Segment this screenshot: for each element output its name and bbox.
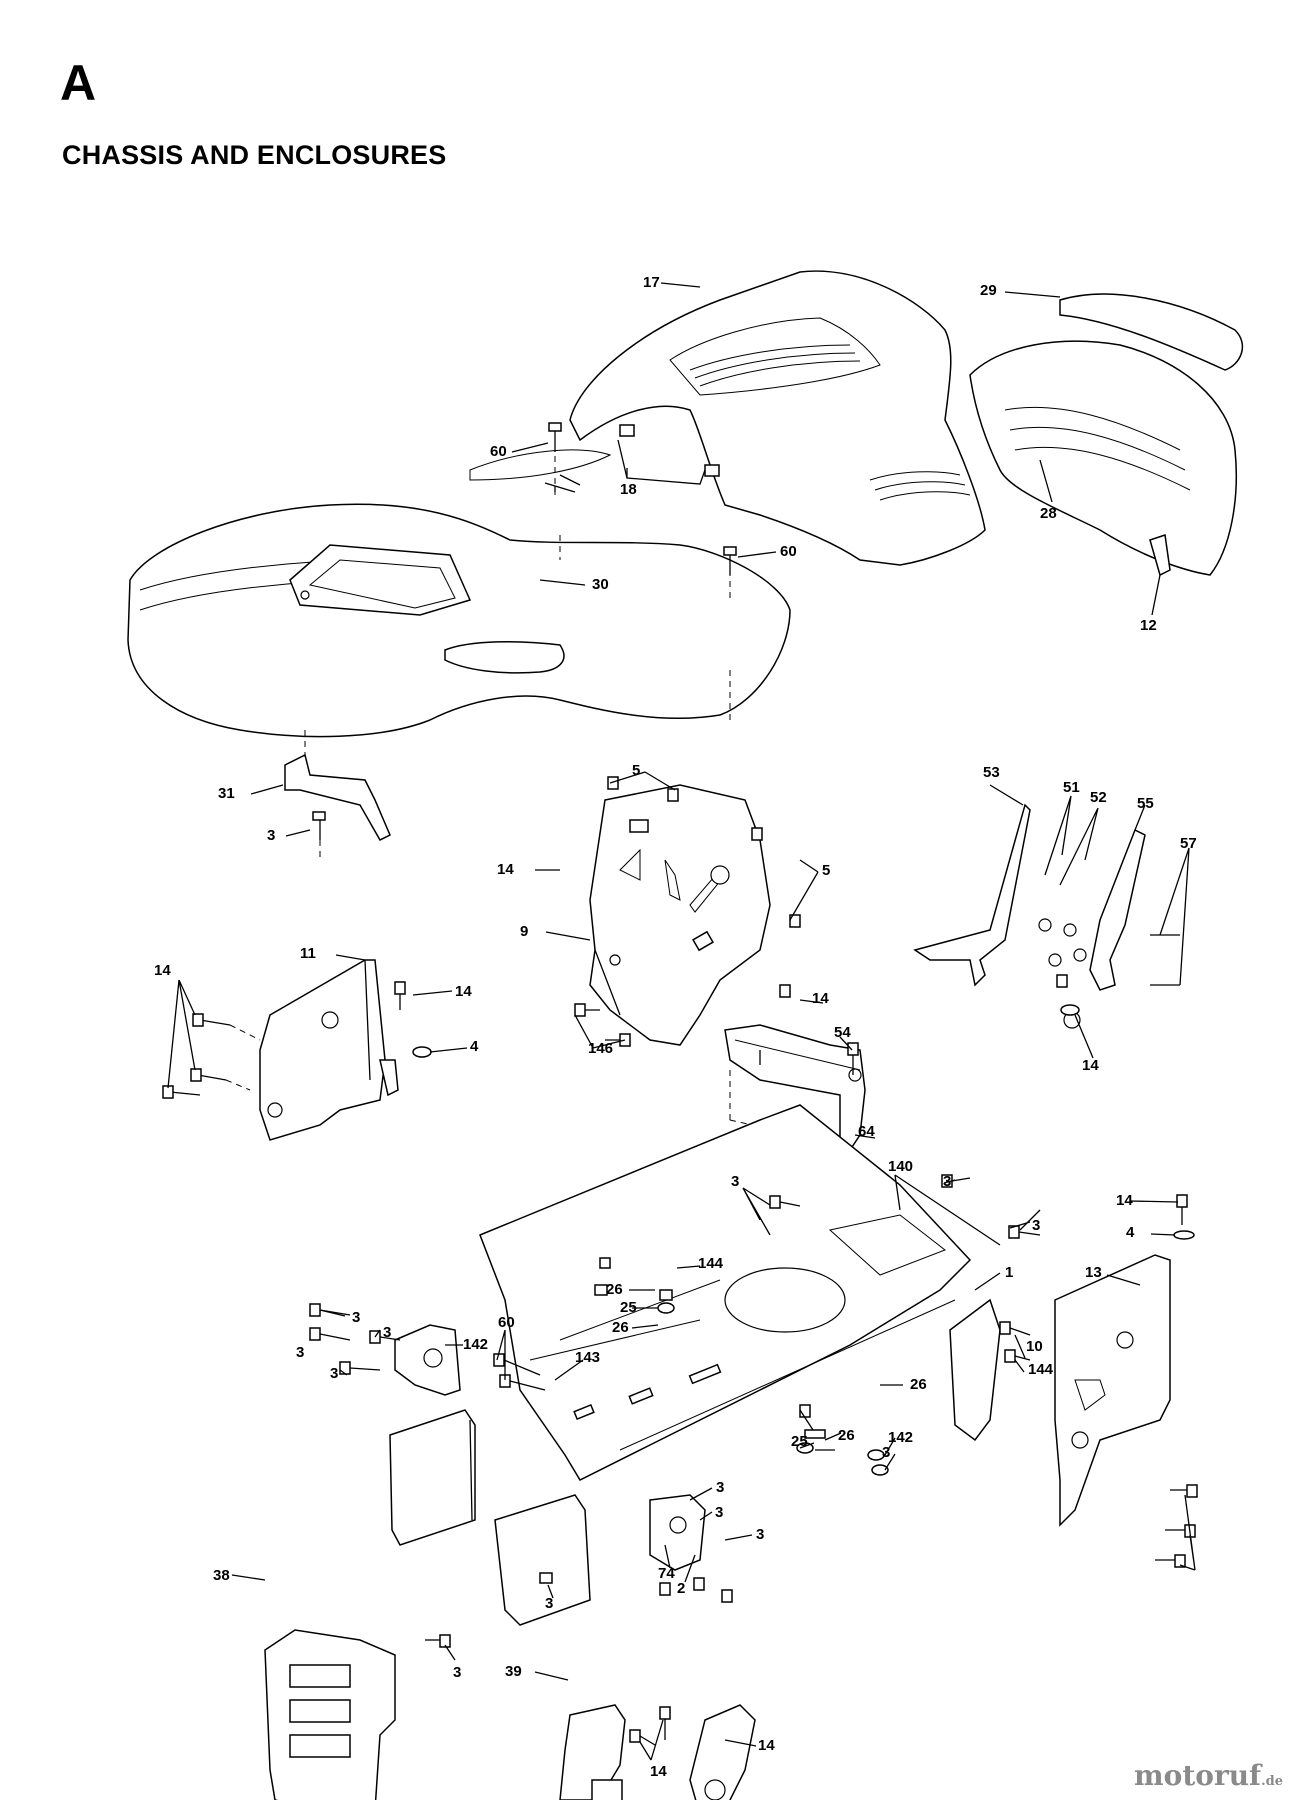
- callout-53: 53: [983, 764, 1000, 781]
- rear-panel-2: [264, 1629, 396, 1800]
- hood-part: [569, 270, 986, 566]
- callout-9: 9: [520, 923, 528, 940]
- callout-31: 31: [218, 785, 235, 802]
- grille-part: [969, 293, 1244, 577]
- callout-29: 29: [980, 282, 997, 299]
- callout-64: 64: [858, 1123, 875, 1140]
- bracket-rear-right: [949, 1298, 1001, 1442]
- callout-2: 2: [677, 1580, 685, 1597]
- callout-57: 57: [1180, 835, 1197, 852]
- hardware-screws: [309, 474, 1198, 1746]
- callout-74: 74: [658, 1565, 675, 1582]
- callout-30: 30: [592, 576, 609, 593]
- callout-4: 4: [470, 1038, 479, 1055]
- callout-14: 14: [154, 962, 171, 979]
- callout-3: 3: [296, 1344, 304, 1361]
- screw-60-lower: [723, 546, 737, 575]
- watermark-suffix: .de: [1261, 1774, 1283, 1789]
- dash-panel-9: [589, 784, 771, 1046]
- callout-26: 26: [910, 1376, 927, 1393]
- callout-14: 14: [650, 1763, 667, 1780]
- callout-5: 5: [822, 862, 830, 879]
- callout-142: 142: [463, 1336, 488, 1353]
- callout-52: 52: [1090, 789, 1107, 806]
- callout-3: 3: [756, 1526, 764, 1543]
- callout-18: 18: [620, 481, 637, 498]
- brackets-53-55: [913, 803, 1180, 1029]
- callout-1: 1: [1005, 1264, 1013, 1281]
- callout-3: 3: [383, 1324, 391, 1341]
- callout-25: 25: [791, 1433, 808, 1450]
- callout-142: 142: [888, 1429, 913, 1446]
- fender-part: [127, 449, 791, 738]
- callout-3: 3: [731, 1173, 739, 1190]
- callout-13: 13: [1085, 1264, 1102, 1281]
- watermark-text: motoruf: [1134, 1759, 1262, 1792]
- bracket-39: [689, 1704, 756, 1800]
- callout-39: 39: [505, 1663, 522, 1680]
- callout-26: 26: [606, 1281, 623, 1298]
- section-title: CHASSIS AND ENCLOSURES: [62, 140, 447, 170]
- callout-146: 146: [588, 1040, 613, 1057]
- callout-14: 14: [1082, 1057, 1099, 1074]
- callout-17: 17: [643, 274, 660, 291]
- callout-54: 54: [834, 1024, 851, 1041]
- callout-26: 26: [612, 1319, 629, 1336]
- leader-lines: [167, 282, 1196, 1761]
- callout-14: 14: [758, 1737, 775, 1754]
- screw-60-upper: [548, 422, 562, 452]
- callout-25: 25: [620, 1299, 637, 1316]
- callout-4: 4: [1126, 1224, 1135, 1241]
- callout-143: 143: [575, 1349, 600, 1366]
- callout-28: 28: [1040, 505, 1057, 522]
- watermark-logo: motoruf.de: [1134, 1759, 1283, 1792]
- callout-3: 3: [1032, 1217, 1040, 1234]
- callout-14: 14: [812, 990, 829, 1007]
- callout-60: 60: [498, 1314, 515, 1331]
- bracket-142-left: [394, 1324, 461, 1396]
- callout-26: 26: [838, 1427, 855, 1444]
- callout-14: 14: [1116, 1192, 1133, 1209]
- screws-group-14-left: [162, 1013, 261, 1099]
- callout-3: 3: [943, 1173, 951, 1190]
- callout-14: 14: [455, 983, 472, 1000]
- callout-3: 3: [715, 1504, 723, 1521]
- callout-3: 3: [453, 1664, 461, 1681]
- callout-38: 38: [213, 1567, 230, 1584]
- callout-51: 51: [1063, 779, 1080, 796]
- callout-11: 11: [300, 945, 316, 962]
- callout-60: 60: [780, 543, 797, 560]
- callout-3: 3: [267, 827, 275, 844]
- callout-55: 55: [1137, 795, 1154, 812]
- panel-center-lower: [494, 1494, 591, 1626]
- side-panel-13: [1054, 1254, 1171, 1527]
- callout-140: 140: [888, 1158, 913, 1175]
- callout-60: 60: [490, 443, 507, 460]
- callout-3: 3: [330, 1365, 338, 1382]
- main-frame-140: [479, 1104, 972, 1481]
- callout-14: 14: [497, 861, 514, 878]
- callout-10: 10: [1026, 1338, 1043, 1355]
- callout-12: 12: [1140, 617, 1157, 634]
- callout-3: 3: [716, 1479, 724, 1496]
- callout-144: 144: [698, 1255, 724, 1272]
- callout-3: 3: [352, 1309, 360, 1326]
- callout-3: 3: [545, 1595, 553, 1612]
- side-plate-11: [259, 959, 399, 1141]
- bracket-142-right: [649, 1494, 706, 1571]
- section-letter: A: [60, 55, 97, 111]
- panel-left-lower: [389, 1409, 476, 1546]
- bracket-38: [559, 1704, 626, 1800]
- bracket-31: [284, 753, 391, 860]
- callout-3: 3: [882, 1444, 890, 1461]
- callout-5: 5: [632, 762, 640, 779]
- callout-144: 144: [1028, 1361, 1054, 1378]
